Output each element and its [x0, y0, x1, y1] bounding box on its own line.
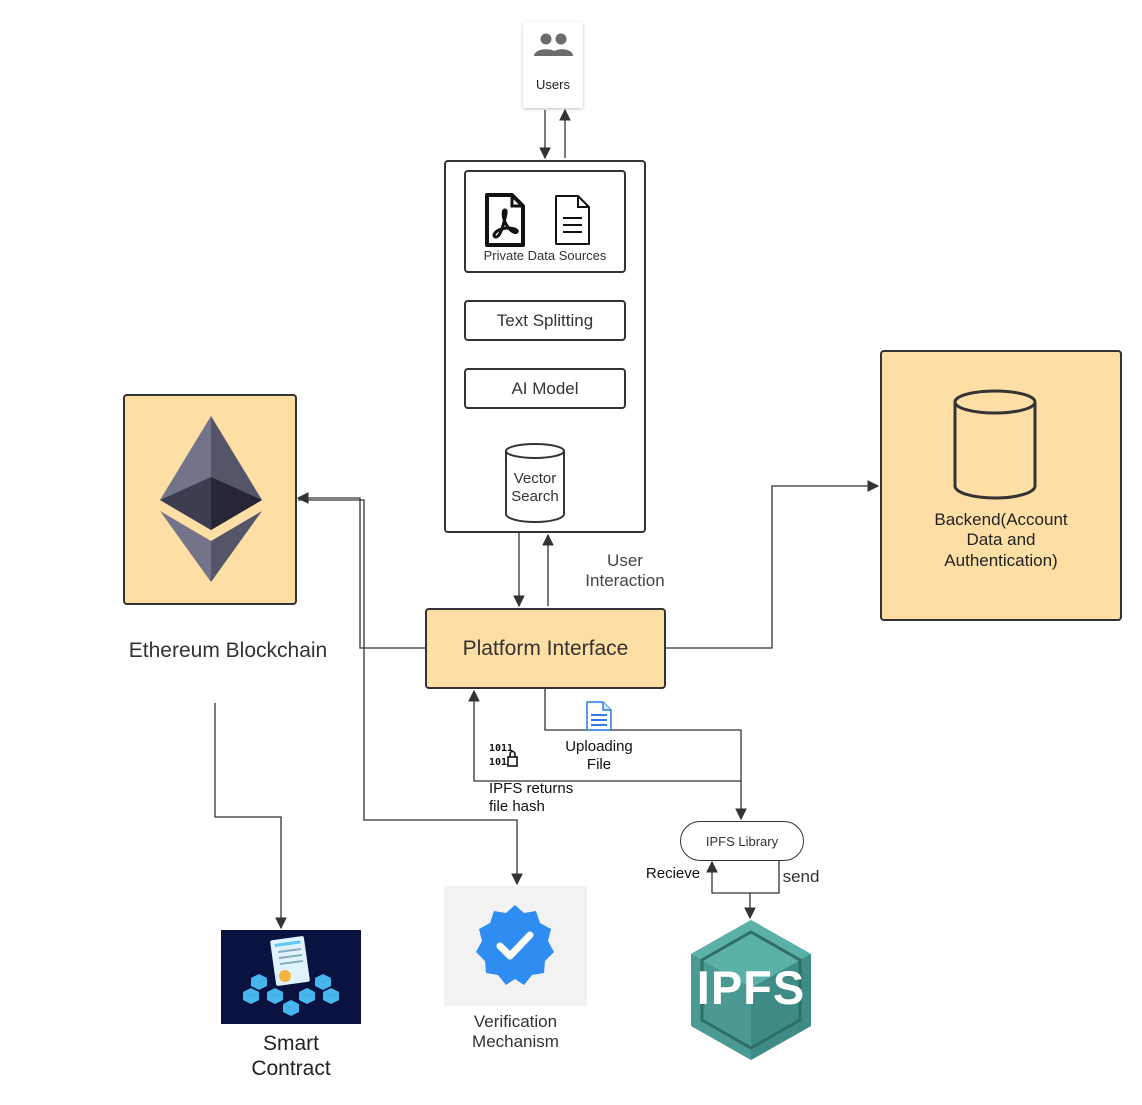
private-data-sources-label: Private Data Sources — [483, 248, 607, 263]
pdf-file-icon — [485, 193, 525, 247]
text-splitting-label: Text Splitting — [496, 310, 594, 330]
users-label: Users — [536, 77, 570, 92]
svg-text:1011: 1011 — [489, 743, 513, 754]
smart-contract-image — [221, 930, 361, 1024]
verification-label: Verification Mechanism — [472, 1012, 559, 1052]
vector-search-label: Vector Search — [511, 470, 559, 505]
ai-model-label: AI Model — [511, 378, 579, 398]
ethereum-box — [123, 394, 297, 605]
verified-badge-icon — [476, 905, 554, 985]
smart-contract-icon — [243, 936, 339, 1016]
vector-search-cylinder — [505, 443, 565, 523]
recieve-label: Recieve — [645, 865, 701, 882]
platform-interface-label: Platform Interface — [462, 636, 629, 660]
document-icon — [586, 701, 612, 731]
uploading-file-label: Uploading File — [565, 738, 633, 773]
ethereum-label: Ethereum Blockchain — [128, 639, 328, 662]
private-data-sources-box: Private Data Sources — [464, 170, 626, 273]
text-splitting-box: Text Splitting — [464, 300, 626, 341]
send-label: send — [782, 867, 820, 886]
user-interaction-label: User Interaction — [585, 551, 665, 591]
ipfs-library-node: IPFS Library — [680, 821, 804, 861]
ipfs-logo — [691, 920, 811, 1060]
smart-contract-label: Smart Contract — [251, 1032, 331, 1081]
ai-model-box: AI Model — [464, 368, 626, 409]
svg-text:101: 101 — [489, 757, 507, 768]
users-icon — [534, 33, 573, 56]
database-icon — [953, 389, 1037, 500]
backend-label: Backend(Account Data and Authentication) — [934, 510, 1068, 570]
text-file-icon — [555, 195, 590, 245]
backend-box: Backend(Account Data and Authentication) — [880, 350, 1122, 621]
users-node: Users — [523, 22, 583, 108]
ipfs-returns-label: IPFS returns file hash — [489, 780, 574, 815]
ipfs-library-label: IPFS Library — [705, 833, 779, 849]
binary-lock-icon: 1011 101 — [489, 743, 518, 768]
verification-image — [444, 886, 587, 1006]
ethereum-logo-icon — [160, 416, 262, 582]
platform-interface-box: Platform Interface — [425, 608, 666, 689]
ipfs-logo-text: IPFS — [696, 961, 806, 1014]
